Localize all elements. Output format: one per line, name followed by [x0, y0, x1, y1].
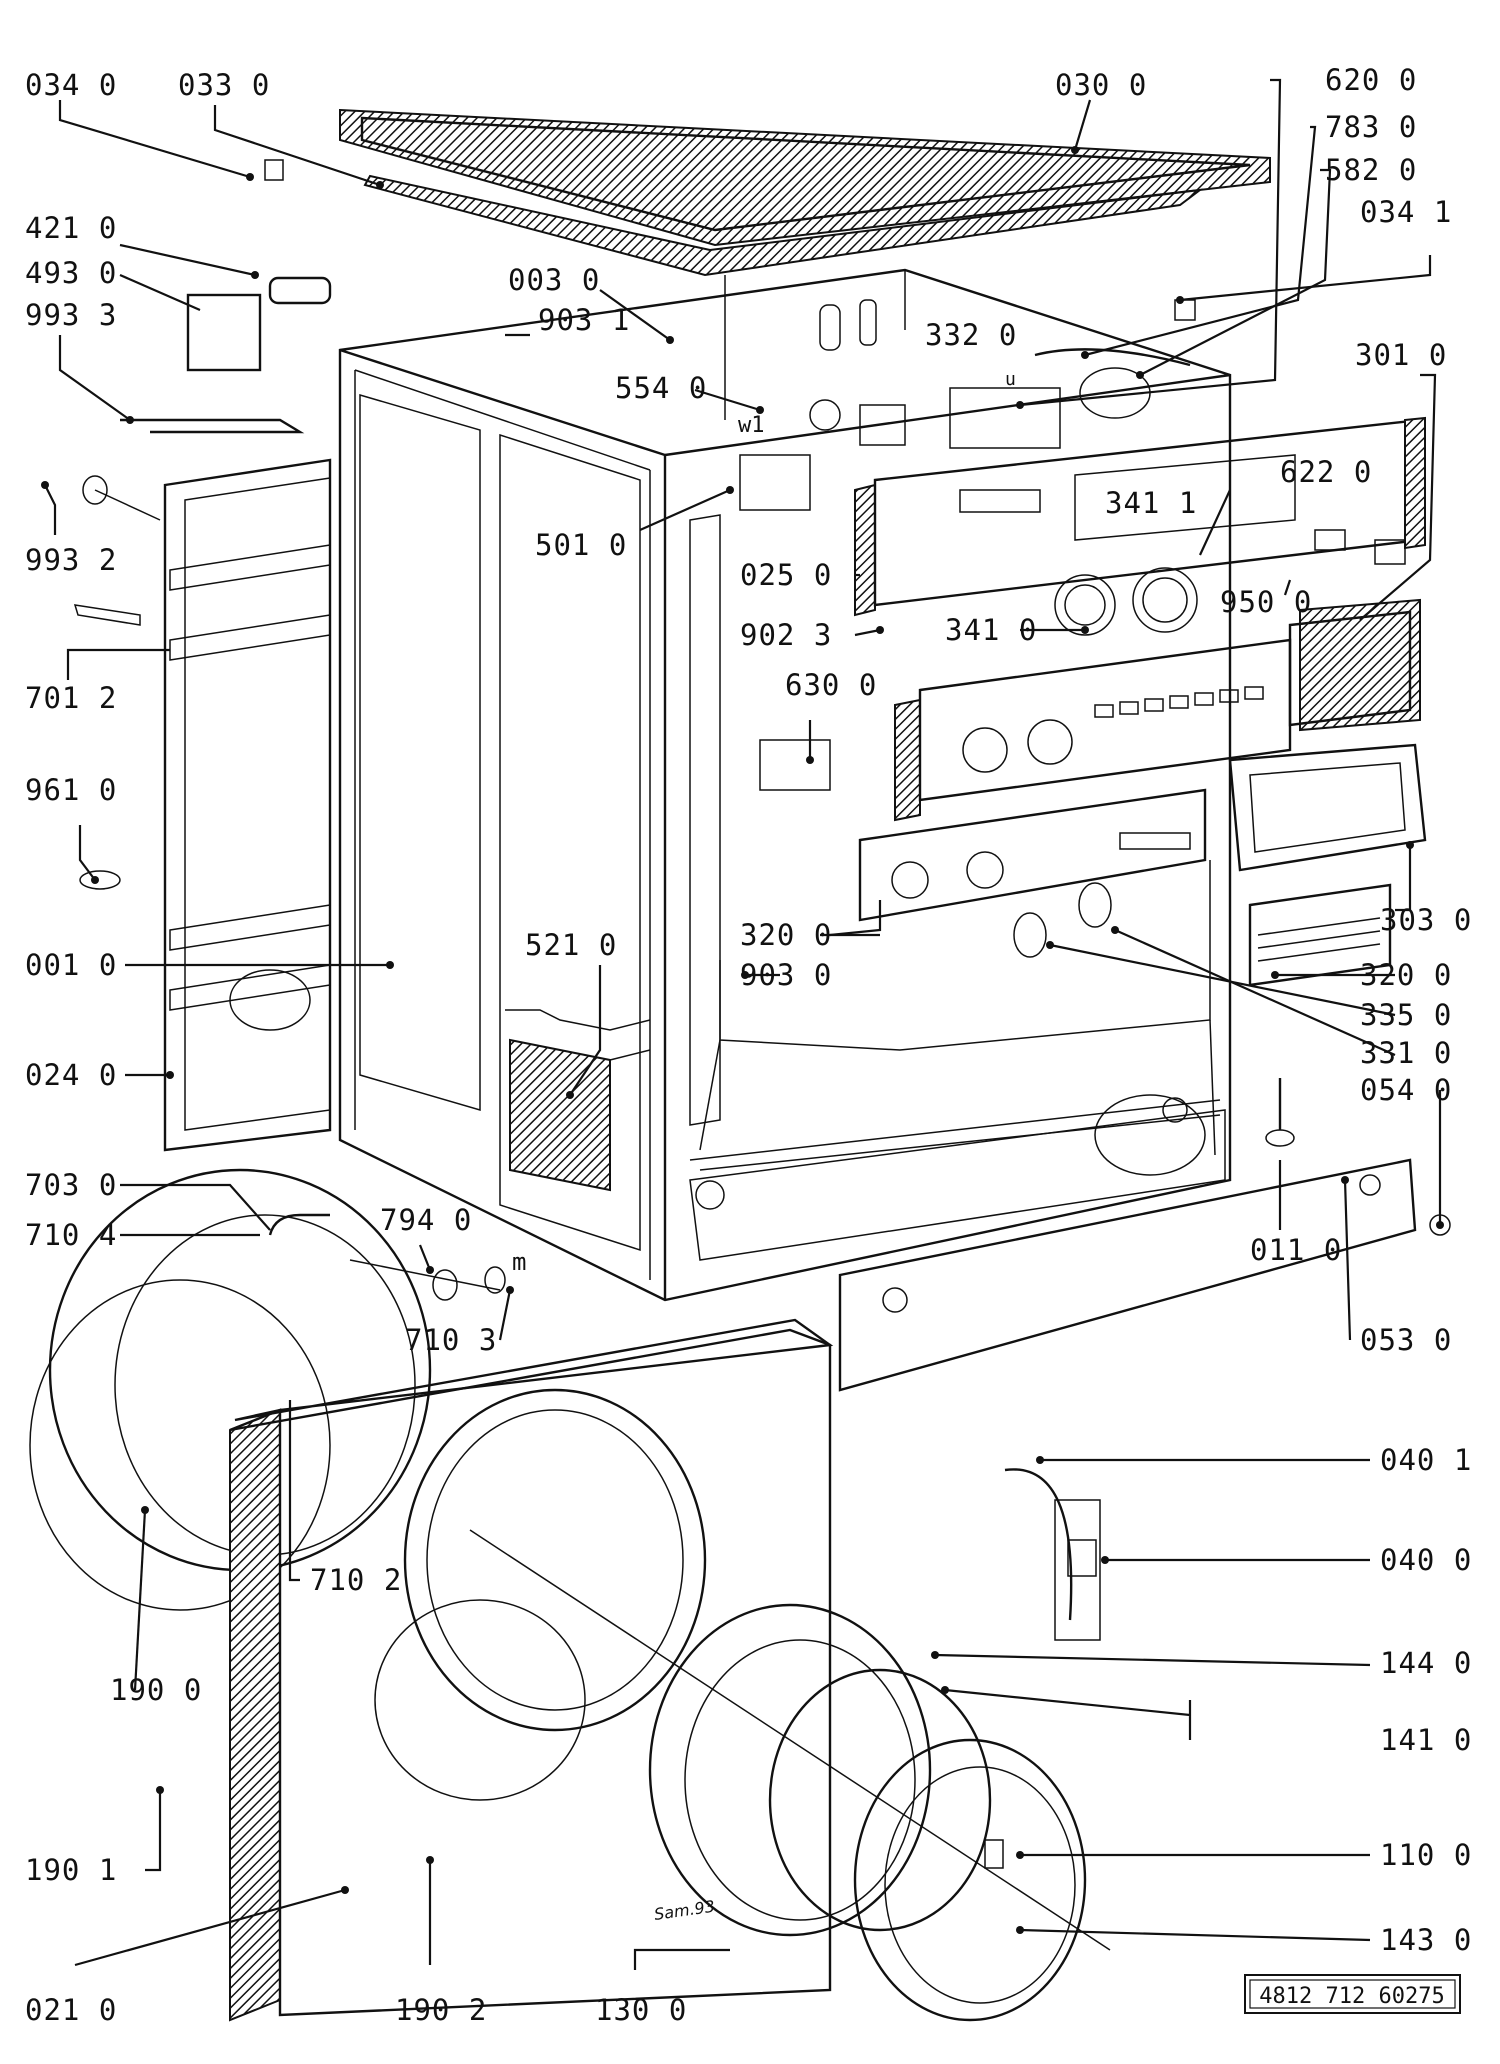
- door-assembly-part: [648, 1603, 1087, 2022]
- part-label: 040 1: [1380, 1443, 1472, 1477]
- drawing-number-box: 4812 712 60275: [1244, 1974, 1461, 2014]
- drawing-number: 4812 712 60275: [1259, 1984, 1444, 2009]
- door-seal-part: [374, 1388, 707, 1801]
- mark-m: m: [512, 1248, 526, 1276]
- part-label: 582 0: [1325, 153, 1417, 187]
- part-label: 783 0: [1325, 110, 1417, 144]
- drain-hose-part: [268, 1213, 506, 1301]
- part-label: 993 3: [25, 298, 117, 332]
- part-label: 024 0: [25, 1058, 117, 1092]
- part-label: 034 1: [1360, 195, 1452, 229]
- part-label: 620 0: [1325, 63, 1417, 97]
- plinth-part: [838, 1158, 1417, 1392]
- part-label: 054 0: [1360, 1073, 1452, 1107]
- electronic-module-part: [1228, 743, 1427, 872]
- part-label: 190 2: [395, 1993, 487, 2027]
- part-label: 033 0: [178, 68, 270, 102]
- part-label: 332 0: [925, 318, 1017, 352]
- part-label: 501 0: [535, 528, 627, 562]
- signature: Sam.93: [653, 1897, 716, 1924]
- part-label: 053 0: [1360, 1323, 1452, 1357]
- part-label: 341 0: [945, 613, 1037, 647]
- adjustable-foot-part: [1265, 1078, 1451, 1236]
- heater-part: [505, 1009, 651, 1192]
- part-label: 554 0: [615, 371, 707, 405]
- machine-line-art: [29, 108, 1451, 2022]
- part-label: 144 0: [1380, 1646, 1472, 1680]
- part-label: 703 0: [25, 1168, 117, 1202]
- part-label: 021 0: [25, 1993, 117, 2027]
- control-panel-frame-part: [854, 416, 1426, 636]
- part-label: 341 1: [1105, 486, 1197, 520]
- part-label: 903 0: [740, 958, 832, 992]
- part-number-labels: 034 0 033 0 030 0 620 0 783 0 582 0 034 …: [25, 63, 1472, 2027]
- part-label: 040 0: [1380, 1543, 1472, 1577]
- door-lock-part: [1004, 1468, 1101, 1641]
- part-label: 320 0: [740, 918, 832, 952]
- part-label: 034 0: [25, 68, 117, 102]
- worktop-lid-part: [339, 108, 1271, 277]
- part-label: 141 0: [1380, 1723, 1472, 1757]
- part-label: 961 0: [25, 773, 117, 807]
- part-label: 903 1: [538, 303, 630, 337]
- leader-dots: [41, 146, 1444, 1934]
- part-label: 701 2: [25, 681, 117, 715]
- part-label: 190 0: [110, 1673, 202, 1707]
- part-label: 794 0: [380, 1203, 472, 1237]
- front-panel-part: [229, 1318, 834, 2022]
- control-strip-part: [858, 788, 1207, 958]
- part-label: 303 0: [1380, 903, 1472, 937]
- part-label: 710 4: [25, 1218, 117, 1252]
- part-label: 493 0: [25, 256, 117, 290]
- part-label: 710 3: [405, 1323, 497, 1357]
- part-label: 001 0: [25, 948, 117, 982]
- part-label: 143 0: [1380, 1923, 1472, 1957]
- fascia-panel-part: [894, 598, 1421, 822]
- part-label: 130 0: [595, 1993, 687, 2027]
- mark-w1: w1: [738, 413, 765, 438]
- part-label: 521 0: [525, 928, 617, 962]
- rating-plate-part: [1248, 883, 1392, 987]
- part-label: 025 0: [740, 558, 832, 592]
- small-parts-part: [73, 159, 332, 890]
- part-label: 993 2: [25, 543, 117, 577]
- part-label: 421 0: [25, 211, 117, 245]
- part-label: 331 0: [1360, 1036, 1452, 1070]
- part-label: 011 0: [1250, 1233, 1342, 1267]
- part-label: 950 0: [1220, 585, 1312, 619]
- cabinet-body-part: [338, 268, 1232, 1302]
- part-label: 630 0: [785, 668, 877, 702]
- part-label: 710 2: [310, 1563, 402, 1597]
- part-label: 320 0: [1360, 958, 1452, 992]
- part-label: 301 0: [1355, 338, 1447, 372]
- leader-lines: [44, 78, 1442, 1970]
- side-panel-part: [163, 458, 332, 1152]
- part-label: 110 0: [1380, 1838, 1472, 1872]
- part-label: 902 3: [740, 618, 832, 652]
- mark-u: u: [1005, 369, 1016, 390]
- part-label: 335 0: [1360, 998, 1452, 1032]
- part-label: 003 0: [508, 263, 600, 297]
- part-label: 030 0: [1055, 68, 1147, 102]
- part-label: 190 1: [25, 1853, 117, 1887]
- part-label: 622 0: [1280, 455, 1372, 489]
